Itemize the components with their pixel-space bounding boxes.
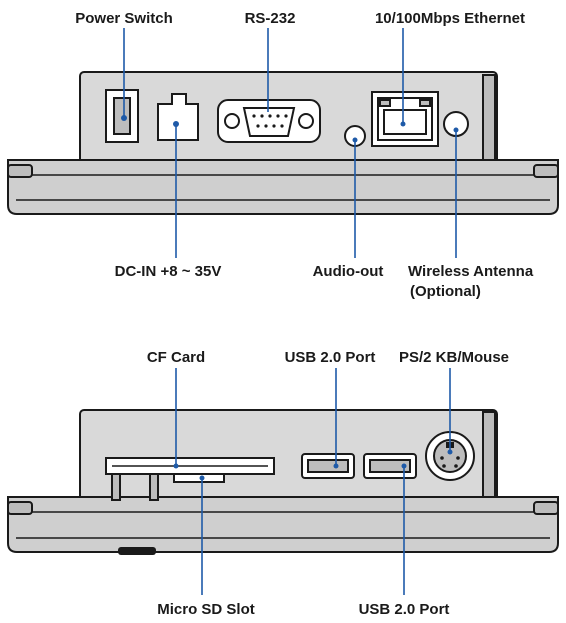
- label-audio-out: Audio-out: [313, 263, 384, 280]
- bottom-bezel-left-tab: [7, 501, 33, 515]
- label-cf-card: CF Card: [147, 349, 205, 366]
- bottom-panel-bezel: [7, 496, 559, 553]
- ethernet-jack-opening: [383, 109, 427, 135]
- label-micro-sd: Micro SD Slot: [157, 601, 255, 618]
- top-leader-lines: [123, 28, 457, 258]
- ethernet-led-right: [419, 99, 431, 107]
- cf-card-rail-right: [149, 473, 159, 501]
- label-usb-port-top: USB 2.0 Port: [285, 349, 376, 366]
- top-panel-right-clip: [482, 74, 496, 166]
- bottom-panel-foot: [118, 547, 156, 555]
- ethernet-led-left: [379, 99, 391, 107]
- cf-card-rail-left: [111, 473, 121, 501]
- label-wireless-antenna: Wireless Antenna: [408, 263, 534, 280]
- usb-port-2-tongue: [369, 459, 411, 473]
- label-usb-port-bottom: USB 2.0 Port: [359, 601, 450, 618]
- label-wireless-antenna-note: (Optional): [410, 283, 481, 300]
- label-dc-in: DC-IN +8 ~ 35V: [115, 263, 222, 280]
- bottom-panel: [7, 409, 559, 555]
- rs232-screw-right: [298, 113, 314, 129]
- top-panel: [7, 71, 559, 215]
- label-ethernet: 10/100Mbps Ethernet: [375, 10, 525, 27]
- dc-in-jack: [157, 93, 199, 141]
- bottom-panel-right-clip: [482, 411, 496, 501]
- micro-sd-slot: [173, 473, 225, 483]
- bottom-leader-lines: [175, 368, 451, 595]
- bottom-bezel-right-tab: [533, 501, 559, 515]
- label-ps2: PS/2 KB/Mouse: [399, 349, 509, 366]
- top-bezel-left-tab: [7, 164, 33, 178]
- rs232-pins: [252, 114, 288, 128]
- ps2-pins: [440, 456, 460, 468]
- usb-port-1-tongue: [307, 459, 349, 473]
- top-panel-bezel: [7, 159, 559, 215]
- top-bezel-right-tab: [533, 164, 559, 178]
- rs232-shell: [242, 107, 296, 137]
- label-rs232: RS-232: [245, 10, 296, 27]
- label-power-switch: Power Switch: [75, 10, 173, 27]
- rs232-screw-left: [224, 113, 240, 129]
